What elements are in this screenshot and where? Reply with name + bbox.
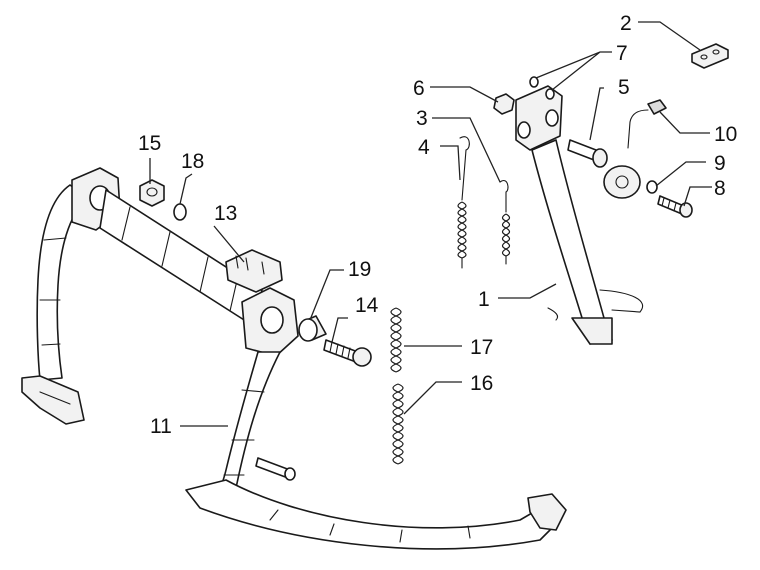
washer-part-18 bbox=[173, 203, 187, 221]
callout-9: 9 bbox=[714, 152, 726, 175]
nut-part-6 bbox=[493, 93, 515, 115]
washer-part-7 bbox=[529, 76, 555, 100]
callout-1: 1 bbox=[478, 288, 490, 311]
callout-11: 11 bbox=[150, 415, 172, 438]
bolt-part-5 bbox=[567, 139, 608, 168]
callout-2: 2 bbox=[620, 12, 632, 35]
switch-part-10 bbox=[603, 99, 667, 199]
callout-19: 19 bbox=[348, 258, 371, 281]
callout-18: 18 bbox=[181, 150, 204, 173]
bolt-part-8 bbox=[657, 195, 693, 218]
leader-lines bbox=[149, 21, 712, 427]
bracket-part-13 bbox=[225, 249, 283, 293]
spring-part-4 bbox=[457, 136, 470, 269]
plate-part-2 bbox=[691, 43, 729, 69]
spring-part-17 bbox=[390, 307, 402, 373]
callout-labels: 1 2 3 4 5 6 7 8 9 10 11 13 14 15 16 17 1… bbox=[138, 12, 737, 438]
callout-10: 10 bbox=[714, 123, 737, 146]
callout-13: 13 bbox=[214, 202, 237, 225]
washer-part-9 bbox=[646, 180, 658, 194]
callout-17: 17 bbox=[470, 336, 493, 359]
callout-5: 5 bbox=[618, 76, 630, 99]
nut-part-15 bbox=[139, 179, 165, 207]
callout-16: 16 bbox=[470, 372, 493, 395]
callout-8: 8 bbox=[714, 177, 726, 200]
callout-3: 3 bbox=[416, 107, 428, 130]
center-stand-part bbox=[21, 167, 567, 550]
side-stand-part bbox=[515, 85, 643, 345]
callout-14: 14 bbox=[355, 294, 379, 317]
spring-part-16 bbox=[392, 383, 404, 465]
callout-15: 15 bbox=[138, 132, 161, 155]
bushing-part-19 bbox=[298, 315, 327, 342]
callout-7: 7 bbox=[616, 42, 628, 65]
spring-part-3 bbox=[499, 180, 511, 265]
callout-6: 6 bbox=[413, 77, 425, 100]
bolt-part-14 bbox=[323, 339, 372, 367]
callout-4: 4 bbox=[418, 136, 430, 159]
